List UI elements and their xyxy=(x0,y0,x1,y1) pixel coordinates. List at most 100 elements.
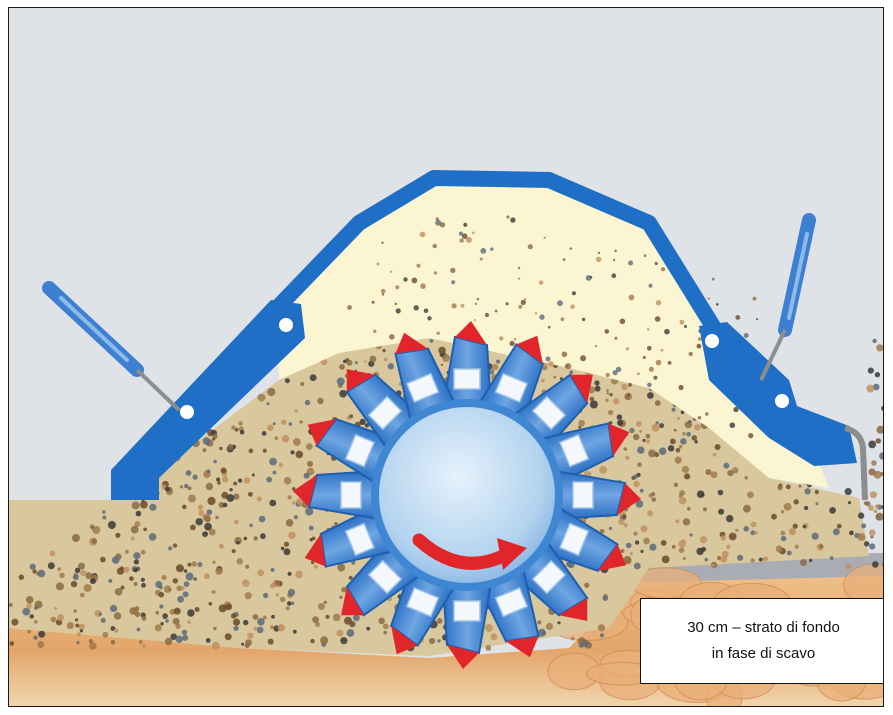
gravel-particle xyxy=(281,420,286,425)
gravel-particle xyxy=(784,503,792,511)
gravel-particle xyxy=(877,426,885,434)
gravel-particle xyxy=(173,578,178,583)
gravel-particle xyxy=(634,474,638,478)
gravel-particle xyxy=(219,447,223,451)
airborne-particle xyxy=(420,283,426,289)
gravel-particle xyxy=(675,519,679,523)
gravel-particle xyxy=(76,641,79,644)
gravel-particle xyxy=(579,420,585,426)
airborne-particle xyxy=(659,423,664,428)
airborne-particle xyxy=(620,319,626,325)
gravel-particle xyxy=(72,534,80,542)
gravel-particle xyxy=(299,420,302,423)
gravel-particle xyxy=(289,422,293,426)
left-pivot-bolt-lower xyxy=(180,405,194,419)
gravel-particle xyxy=(288,572,292,576)
gravel-particle xyxy=(196,518,203,525)
gravel-particle xyxy=(184,581,190,587)
gravel-particle xyxy=(438,347,446,355)
gravel-particle xyxy=(310,639,314,643)
gravel-particle xyxy=(48,562,55,569)
gravel-particle xyxy=(268,639,274,645)
airborne-particle xyxy=(613,370,618,375)
gravel-particle xyxy=(213,460,217,464)
gravel-particle xyxy=(608,410,613,415)
airborne-particle xyxy=(628,394,631,397)
airborne-particle xyxy=(605,329,610,334)
airborne-particle xyxy=(692,435,698,441)
airborne-particle xyxy=(598,252,600,254)
gravel-particle xyxy=(325,615,329,619)
gravel-particle xyxy=(206,469,210,473)
airborne-particle xyxy=(590,397,595,402)
gravel-particle xyxy=(56,582,64,590)
gravel-particle xyxy=(675,456,682,463)
gravel-particle xyxy=(875,504,879,508)
gravel-particle xyxy=(102,510,105,513)
gravel-particle xyxy=(223,503,228,508)
gravel-particle xyxy=(133,568,137,572)
gravel-particle xyxy=(546,623,553,630)
airborne-particle xyxy=(477,298,480,301)
gravel-particle xyxy=(874,509,878,513)
gravel-particle xyxy=(59,573,64,578)
gravel-particle xyxy=(229,488,232,491)
airborne-particle xyxy=(349,414,353,418)
gravel-particle xyxy=(263,593,268,598)
gravel-particle xyxy=(187,620,191,624)
gravel-particle xyxy=(751,558,755,562)
gravel-particle xyxy=(173,618,180,625)
gravel-particle xyxy=(186,573,194,581)
airborne-particle xyxy=(554,376,557,379)
gravel-particle xyxy=(194,577,197,580)
gravel-particle xyxy=(677,417,680,420)
gravel-particle xyxy=(803,525,806,528)
gravel-particle xyxy=(134,559,139,564)
airborne-particle xyxy=(433,244,437,248)
airborne-particle xyxy=(606,373,610,377)
gravel-particle xyxy=(346,360,352,366)
airborne-particle xyxy=(535,312,537,314)
gravel-particle xyxy=(339,596,342,599)
gravel-particle xyxy=(165,638,173,646)
gravel-particle xyxy=(651,492,655,496)
caption-line-2: in fase di scavo xyxy=(712,641,815,667)
airborne-particle xyxy=(518,267,520,269)
gravel-particle xyxy=(176,636,183,643)
gravel-particle xyxy=(253,614,259,620)
gravel-particle xyxy=(263,449,267,453)
gravel-particle xyxy=(281,547,285,551)
gravel-particle xyxy=(625,456,629,460)
gravel-particle xyxy=(216,478,220,482)
gravel-particle xyxy=(288,589,295,596)
gravel-particle xyxy=(848,501,851,504)
airborne-particle xyxy=(546,357,551,362)
airborne-particle xyxy=(653,376,657,380)
gravel-particle xyxy=(295,409,299,413)
gravel-particle xyxy=(595,386,601,392)
airborne-particle xyxy=(451,280,455,284)
gravel-particle xyxy=(295,571,303,579)
gravel-particle xyxy=(182,505,187,510)
gravel-particle xyxy=(485,645,491,651)
gravel-particle xyxy=(383,631,387,635)
gravel-particle xyxy=(870,491,877,498)
gravel-particle xyxy=(225,633,232,640)
gravel-particle xyxy=(26,596,34,604)
gravel-particle xyxy=(266,477,272,483)
gravel-particle xyxy=(134,582,138,586)
airborne-particle xyxy=(381,242,383,244)
gravel-particle xyxy=(247,633,253,639)
airborne-particle xyxy=(580,355,586,361)
gravel-particle xyxy=(252,474,255,477)
gravel-particle xyxy=(340,637,347,644)
airborne-particle xyxy=(539,314,544,319)
gravel-particle xyxy=(881,406,884,411)
gravel-particle xyxy=(485,624,493,632)
gravel-particle xyxy=(242,580,249,587)
gravel-particle xyxy=(262,431,267,436)
airborne-particle xyxy=(595,345,597,347)
gravel-particle xyxy=(271,568,275,572)
gravel-particle xyxy=(812,533,819,540)
gravel-particle xyxy=(637,462,641,466)
